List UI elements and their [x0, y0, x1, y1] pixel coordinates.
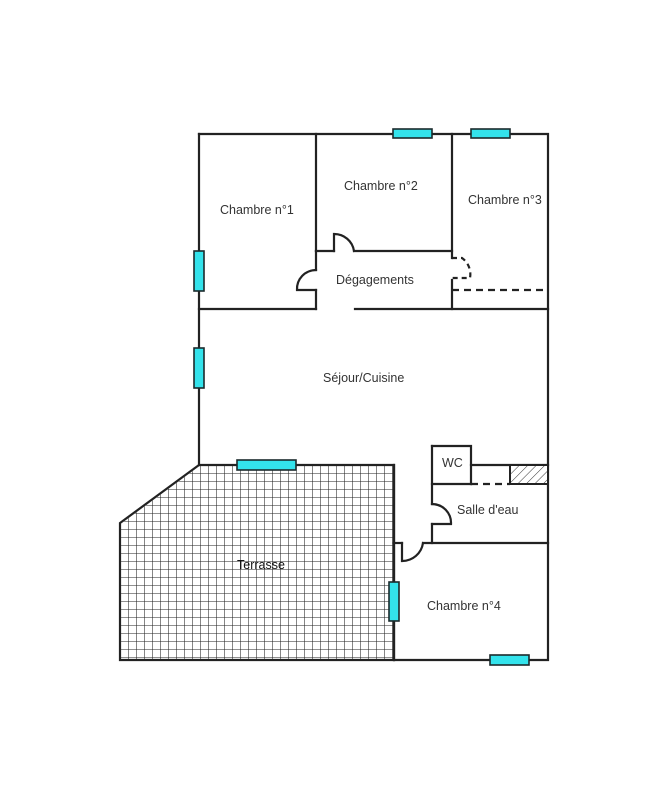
window-sejour-left: [193, 347, 205, 389]
door-chambre2: [332, 232, 356, 253]
outer-walls: [197, 132, 550, 662]
window-chambre2: [392, 128, 433, 139]
label-salle-eau: Salle d'eau: [457, 503, 519, 517]
window-chambre3: [470, 128, 511, 139]
label-wc: WC: [442, 456, 463, 470]
label-sejour: Séjour/Cuisine: [323, 371, 404, 385]
window-chambre4-bottom: [489, 654, 530, 666]
label-chambre4: Chambre n°4: [427, 599, 501, 613]
label-chambre2: Chambre n°2: [344, 179, 418, 193]
terrasse-area: [118, 463, 396, 662]
windows: [193, 128, 530, 666]
window-chambre4-left: [388, 581, 400, 622]
hatched-shaft: [509, 464, 549, 485]
doors: [295, 232, 472, 563]
door-salle-eau: [430, 502, 453, 526]
label-chambre1: Chambre n°1: [220, 203, 294, 217]
door-chambre3: [452, 256, 472, 280]
door-chambre4: [400, 541, 425, 563]
label-degagements: Dégagements: [336, 273, 414, 287]
window-chambre1: [193, 250, 205, 292]
door-chambre1: [295, 268, 318, 292]
room-labels: Chambre n°1 Chambre n°2 Chambre n°3 Déga…: [220, 179, 542, 613]
window-sejour-terrace: [236, 459, 297, 471]
label-terrasse: Terrasse: [237, 558, 285, 572]
interior-walls: [197, 132, 550, 662]
label-chambre3: Chambre n°3: [468, 193, 542, 207]
dashed-lines: [452, 288, 548, 486]
